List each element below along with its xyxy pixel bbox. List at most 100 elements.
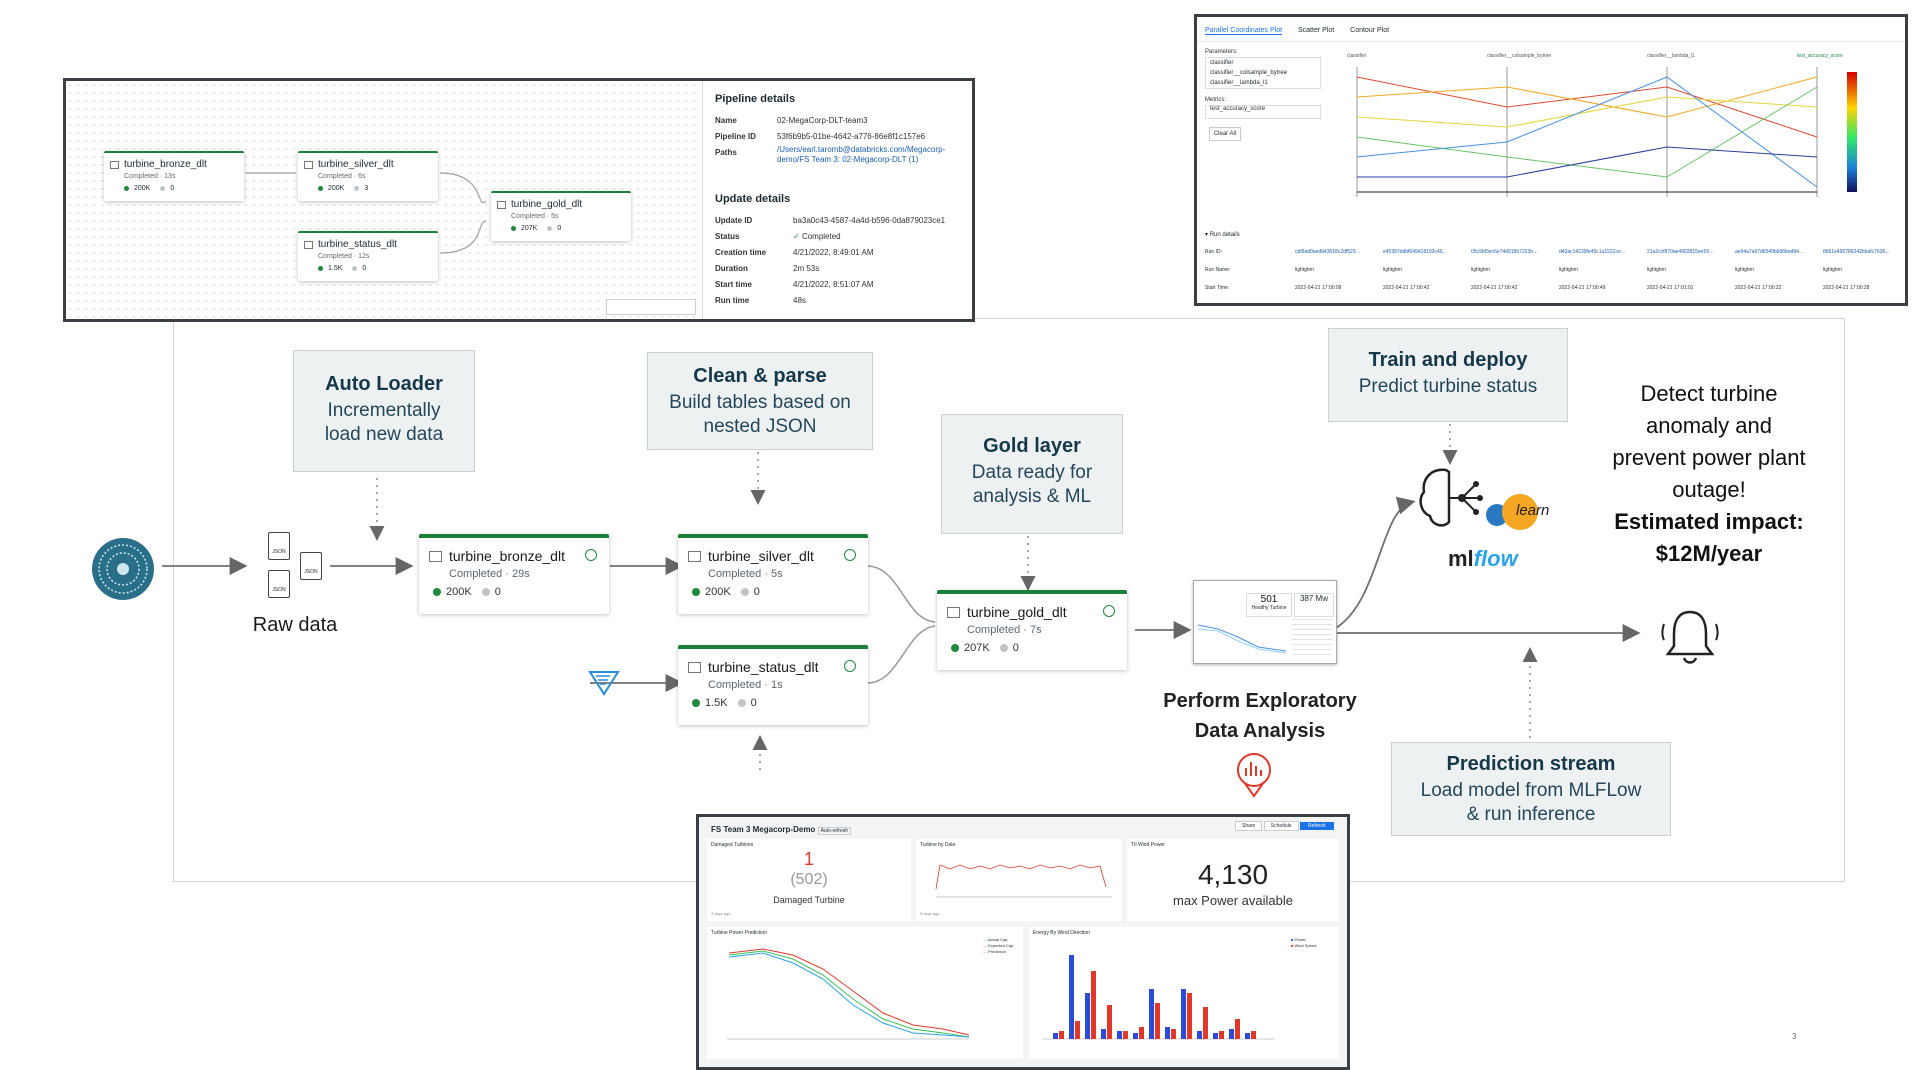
damaged-total: (502) <box>790 871 828 888</box>
run-cell: lightgbm <box>1559 267 1578 273</box>
node-name: turbine_gold_dlt <box>967 604 1067 620</box>
run-cell[interactable]: 05c9bf3ec6e74d918b7223b… <box>1471 249 1539 255</box>
eda-mini-value-2: 387 Mw <box>1294 593 1334 617</box>
run-cell: 2022-04-21 17:00:09 <box>1295 285 1342 291</box>
table-icon <box>947 607 960 618</box>
check-icon <box>844 549 856 561</box>
node-status: Completed · 29s <box>449 568 530 580</box>
json-file-icon: JSON <box>300 552 322 580</box>
run-cell[interactable]: ae94a7a67d6549bb96bed94… <box>1735 249 1804 255</box>
node-name: turbine_silver_dlt <box>708 548 814 564</box>
table-icon <box>688 662 701 673</box>
colorbar <box>1847 72 1857 192</box>
tab-scatter[interactable]: Scatter Plot <box>1298 27 1335 34</box>
brain-network-icon <box>1419 468 1483 527</box>
dashboard-buttons: Share Schedule Refresh <box>1235 821 1334 831</box>
run-cell: 2022-04-21 17:00:42 <box>1471 285 1518 291</box>
check-icon <box>844 660 856 672</box>
run-cell[interactable]: d43ac14239fe45c1a1521ce… <box>1559 249 1626 255</box>
mini-node-status: Completed · 5s <box>511 213 559 220</box>
check-icon <box>585 549 597 561</box>
run-cell[interactable]: e45387ddbf649d18193c40… <box>1383 249 1448 255</box>
metrics-label: Metrics: <box>1205 97 1226 103</box>
canvas-controls[interactable] <box>606 299 696 315</box>
node-status: Completed · 7s <box>967 624 1042 636</box>
mini-node-status: Completed · 13s <box>124 173 176 180</box>
check-icon <box>1103 605 1115 617</box>
node-status: Completed · 1s <box>708 679 783 691</box>
clean-parse-callout: Clean & parse Build tables based on nest… <box>647 352 873 450</box>
power-label: max Power available <box>1173 893 1293 908</box>
run-details-toggle[interactable]: ▾ Run details <box>1205 232 1240 238</box>
node-status: Completed · 5s <box>708 568 783 580</box>
outcome-text: Detect turbine anomaly and prevent power… <box>1612 381 1806 566</box>
metrics-box[interactable]: test_accuracy_score <box>1205 105 1321 119</box>
dashboard-screenshot: FS Team 3 Megacorp-Demo Auto-refresh Sha… <box>696 814 1350 1070</box>
mini-node-name: turbine_gold_dlt <box>511 199 583 210</box>
mini-dag-edges <box>246 172 487 254</box>
run-cell: 2022-04-21 17:01:01 <box>1647 285 1694 291</box>
auto-loader-callout: Auto Loader Incrementally load new data <box>293 350 475 472</box>
damaged-card: Damaged Turbines 1 (502) Damaged Turbine… <box>707 839 911 921</box>
run-cell: 2022-04-21 17:00:42 <box>1383 285 1430 291</box>
schedule-button[interactable]: Schedule <box>1263 821 1299 831</box>
run-cell[interactable]: 8b61e496789242bbafc7636… <box>1823 249 1891 255</box>
prediction-legend: — Actual Cap — Expected Cap — Prediction <box>983 937 1014 954</box>
power-available-card: Ttl Wind Power 4,130 max Power available <box>1127 839 1339 921</box>
analytics-pin-icon <box>1237 753 1271 798</box>
energy-bar-chart <box>1043 955 1275 1040</box>
table-icon <box>688 551 701 562</box>
share-button[interactable]: Share <box>1235 821 1263 831</box>
run-cell[interactable]: cbf9ad0aed943618c2df529… <box>1295 249 1361 255</box>
run-cell: lightgbm <box>1647 267 1666 273</box>
mini-node-name: turbine_status_dlt <box>318 239 397 250</box>
run-cell[interactable]: 21a2ccf870ae4902815ee59… <box>1647 249 1715 255</box>
json-file-icon: JSON <box>268 570 290 598</box>
run-cell: lightgbm <box>1735 267 1754 273</box>
run-cell: lightgbm <box>1471 267 1490 273</box>
scikit-learn-logo: learn <box>1486 490 1554 530</box>
node-name: turbine_status_dlt <box>708 659 819 675</box>
prediction-chart <box>727 948 970 1040</box>
update-title: Update details <box>715 193 791 205</box>
panel-title: Pipeline details <box>715 93 796 105</box>
train-deploy-callout: Train and deploy Predict turbine status <box>1328 328 1568 422</box>
tab-parallel[interactable]: Parallel Coordinates Plot <box>1205 27 1283 35</box>
json-file-icon: JSON <box>268 532 290 560</box>
dashboard-title: FS Team 3 Megacorp-Demo Auto-refresh <box>711 825 852 835</box>
damaged-value: 1 <box>803 849 814 869</box>
run-cell: 2022-04-21 17:00:22 <box>1735 285 1782 291</box>
tab-contour[interactable]: Contour Plot <box>1350 27 1390 34</box>
refresh-button[interactable]: Refresh <box>1299 822 1334 830</box>
mlflow-screenshot: Parallel Coordinates Plot Scatter Plot C… <box>1194 14 1908 306</box>
parallel-coordinates-plot[interactable] <box>1347 47 1867 212</box>
table-icon <box>429 551 442 562</box>
clear-all-button[interactable]: Clear All <box>1209 127 1241 141</box>
run-cell: 2022-04-21 17:00:49 <box>1559 285 1606 291</box>
params-label: Parameters: <box>1205 49 1238 55</box>
energy-direction-card: Energy By Wind Direction ■ Power ■ Wind … <box>1029 927 1339 1059</box>
mlflow-tabs: Parallel Coordinates Plot Scatter Plot C… <box>1205 27 1390 35</box>
json-files-icon: JSON JSON JSON <box>268 532 330 602</box>
page-number: 3 <box>1792 1032 1797 1041</box>
